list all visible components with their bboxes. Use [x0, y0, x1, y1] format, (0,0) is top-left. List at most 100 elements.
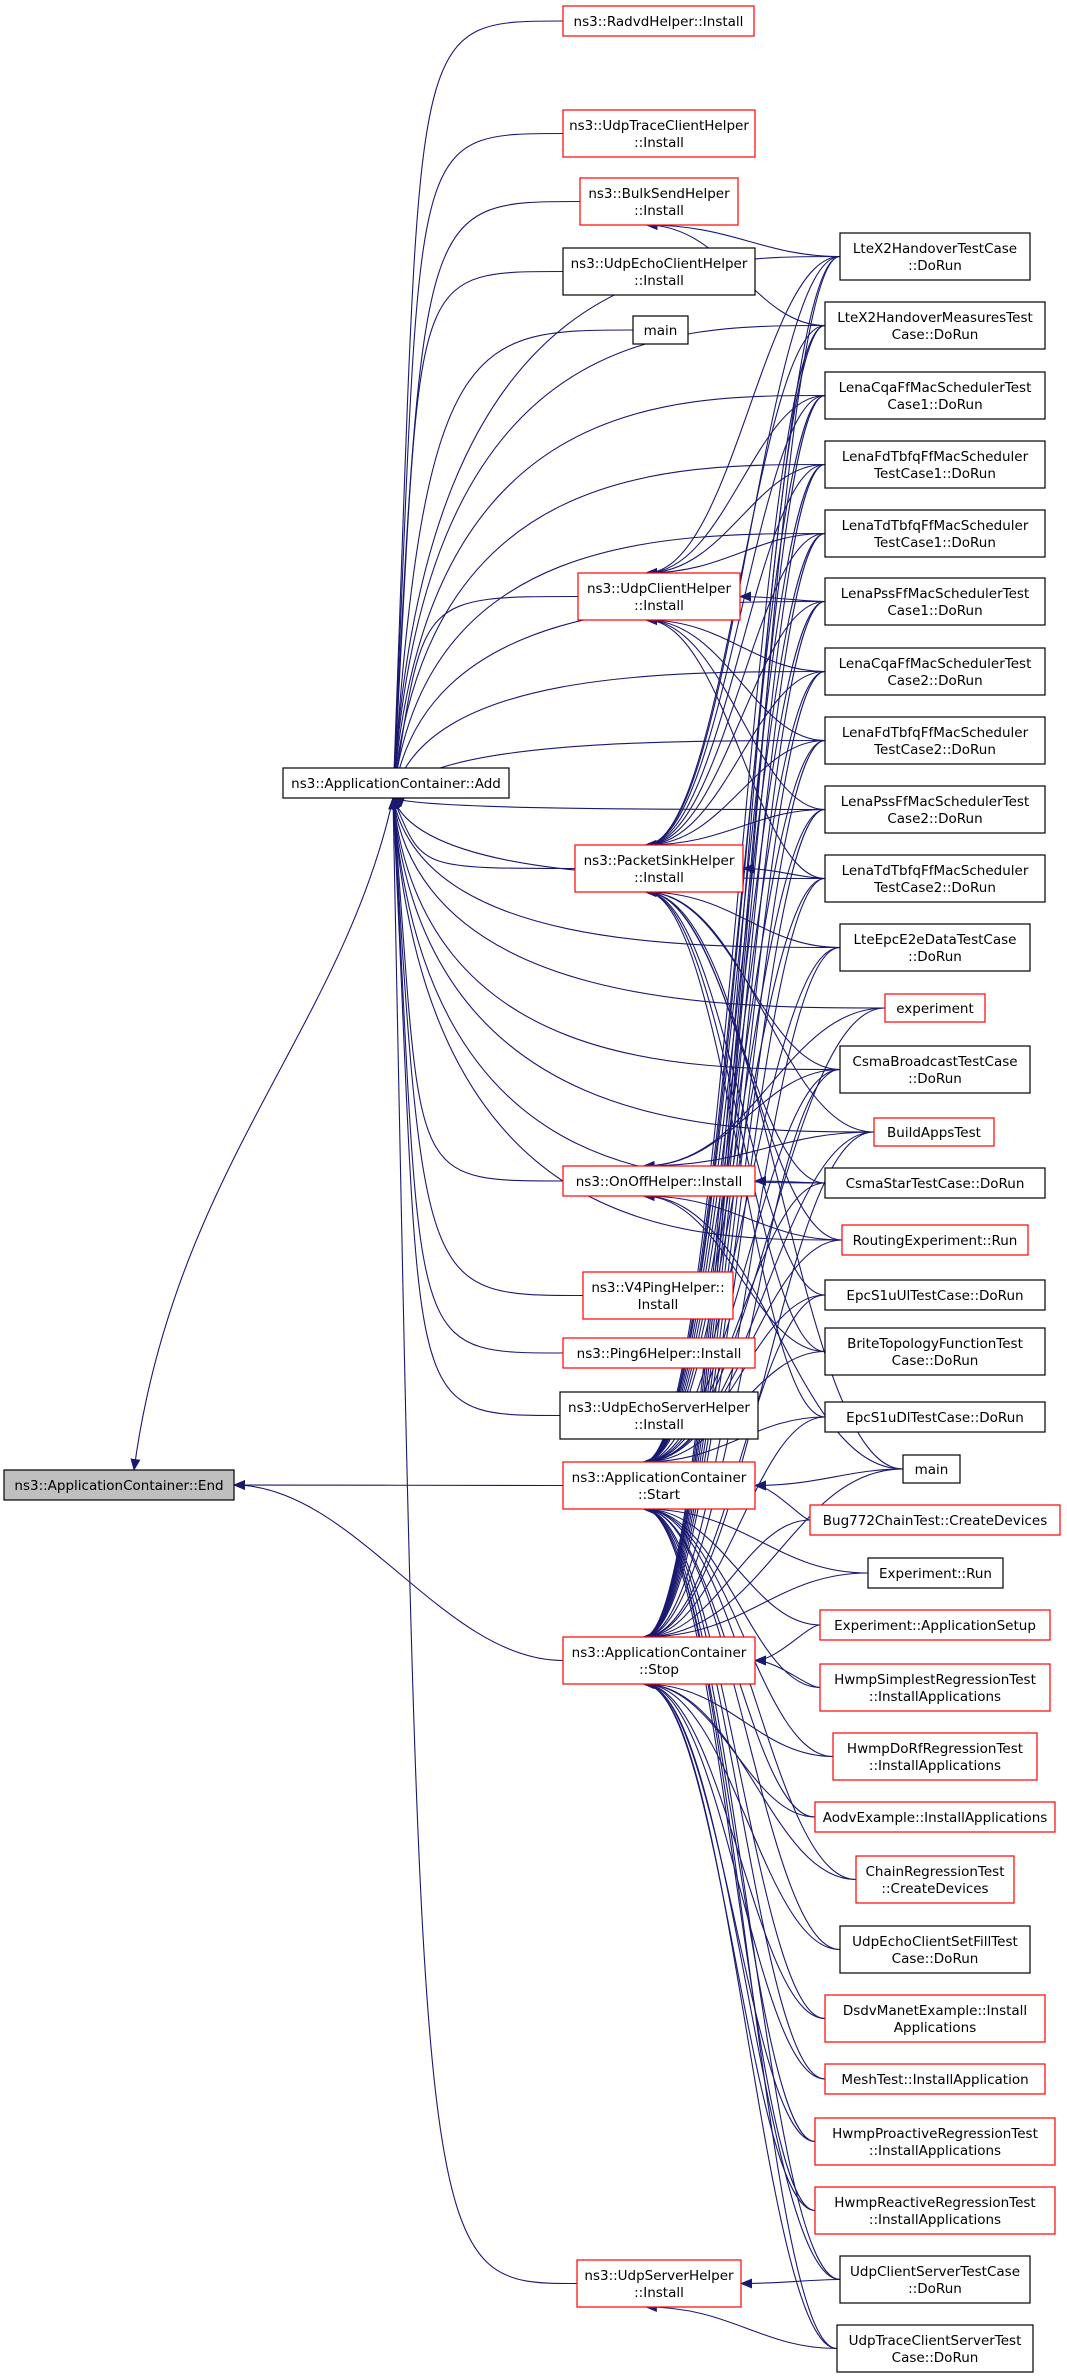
node-box	[824, 1401, 1046, 1433]
node-label: Case2::DoRun	[887, 673, 982, 689]
call-edge-fdtbfq1-to-packetsink	[644, 463, 826, 850]
node-label: TestCase2::DoRun	[873, 742, 996, 758]
graph-node-bug772[interactable]: Bug772ChainTest::CreateDevices	[809, 1504, 1061, 1536]
call-edge-buildapps-to-add	[389, 797, 875, 1133]
node-label: LenaFdTbfqFfMacScheduler	[842, 449, 1029, 465]
node-box	[814, 2186, 1056, 2235]
node-label: ns3::UdpClientHelper	[587, 581, 731, 597]
call-edge-tdtbfq2-to-udpclient	[645, 615, 826, 880]
node-box	[562, 1337, 756, 1369]
node-label: ::Install	[634, 598, 684, 614]
call-edge-main2-to-stop	[642, 1468, 904, 1642]
graph-node-bulksend[interactable]: ns3::BulkSendHelper::Install	[579, 177, 739, 226]
call-edge-pss2-to-packetsink	[644, 808, 826, 850]
graph-node-hwmpreactive[interactable]: HwmpReactiveRegressionTest::InstallAppli…	[814, 2186, 1056, 2235]
call-edge-expapp-to-stop	[754, 1624, 821, 1666]
node-label: ::InstallApplications	[869, 1689, 1001, 1705]
graph-node-add: ns3::ApplicationContainer::Add	[282, 767, 510, 799]
call-edge-cqa1-to-add	[388, 394, 826, 799]
node-box	[824, 577, 1046, 626]
graph-node-start[interactable]: ns3::ApplicationContainer::Start	[562, 1461, 756, 1510]
node-label: LenaTdTbfqFfMacScheduler	[842, 863, 1029, 879]
graph-node-hwmpdorf[interactable]: HwmpDoRfRegressionTest::InstallApplicati…	[832, 1732, 1038, 1781]
graph-node-onoff[interactable]: ns3::OnOffHelper::Install	[562, 1165, 756, 1197]
graph-node-udpechoserver: ns3::UdpEchoServerHelper::Install	[559, 1391, 759, 1440]
call-edge-add-to-end	[130, 797, 394, 1471]
graph-node-hwmpproactive[interactable]: HwmpProactiveRegressionTest::InstallAppl…	[814, 2117, 1056, 2166]
call-edge-ping6-to-add	[388, 797, 564, 1354]
node-label: HwmpSimplestRegressionTest	[834, 1672, 1036, 1688]
node-box	[562, 247, 756, 296]
call-edge-fdtbfq2-to-udpclient	[645, 615, 826, 742]
graph-node-experiment[interactable]: experiment	[884, 993, 986, 1023]
node-box	[574, 844, 744, 893]
node-box	[282, 767, 510, 799]
call-edge-stop-to-end	[233, 1480, 564, 1662]
node-box	[839, 1925, 1031, 1974]
node-box	[562, 109, 756, 158]
graph-node-routingexp[interactable]: RoutingExperiment::Run	[841, 1224, 1029, 1256]
node-box	[824, 647, 1046, 696]
graph-node-radvd[interactable]: ns3::RadvdHelper::Install	[562, 5, 755, 37]
graph-node-buildapps[interactable]: BuildAppsTest	[873, 1117, 995, 1147]
call-edge-hwmpsimplest-to-start	[642, 1504, 821, 1689]
graph-node-meshtest[interactable]: MeshTest::InstallApplication	[824, 2063, 1046, 2095]
call-edge-udpechoclient-to-add	[388, 270, 564, 799]
node-label: ns3::UdpServerHelper	[584, 2268, 734, 2284]
node-label: LenaCqaFfMacSchedulerTest	[839, 380, 1032, 396]
call-edge-fdtbfq1-to-add	[389, 463, 826, 799]
call-edge-cqa2-to-stop	[642, 670, 826, 1642]
call-edge-exprun-to-stop	[642, 1572, 869, 1642]
node-box	[884, 993, 986, 1023]
node-label: HwmpDoRfRegressionTest	[847, 1741, 1023, 1757]
graph-node-chainreg[interactable]: ChainRegressionTest::CreateDevices	[855, 1855, 1015, 1904]
call-edge-csmabc-to-start	[642, 1068, 841, 1467]
node-label: ::Install	[634, 2285, 684, 2301]
call-edge-csmabc-to-onoff	[642, 1068, 841, 1171]
node-label: DsdvManetExample::Install	[843, 2003, 1027, 2019]
graph-node-dsdv[interactable]: DsdvManetExample::InstallApplications	[824, 1994, 1046, 2043]
call-edge-pss1-to-stop	[642, 600, 826, 1642]
call-edge-packetsink-to-add	[392, 797, 576, 870]
graph-node-udpclient[interactable]: ns3::UdpClientHelper::Install	[577, 572, 741, 621]
graph-node-ping6[interactable]: ns3::Ping6Helper::Install	[562, 1337, 756, 1369]
graph-node-main2: main	[902, 1454, 961, 1484]
call-edge-tdtbfq1-to-packetsink	[644, 532, 826, 850]
node-label: Case::DoRun	[892, 1951, 979, 1967]
call-edge-chainreg-to-stop	[642, 1679, 857, 1881]
call-edge-start-to-end	[233, 1480, 564, 1491]
call-edge-main2-to-packetsink	[644, 887, 904, 1470]
graph-node-udptrace[interactable]: ns3::UdpTraceClientHelper::Install	[562, 109, 756, 158]
graph-node-hwmpsimplest[interactable]: HwmpSimplestRegressionTest::InstallAppli…	[819, 1663, 1051, 1712]
graph-node-v4ping[interactable]: ns3::V4PingHelper::Install	[582, 1271, 734, 1320]
call-edge-tdtbfq1-to-add	[389, 532, 826, 799]
nodes-layer: ns3::ApplicationContainer::Endns3::Appli…	[3, 5, 1061, 2373]
call-edge-ltex2m-to-stop	[642, 324, 826, 1642]
call-edge-main1-to-add	[388, 329, 634, 799]
node-label: Case2::DoRun	[887, 811, 982, 827]
graph-node-udpserver[interactable]: ns3::UdpServerHelper::Install	[576, 2259, 742, 2308]
call-edge-hwmpdorf-to-start	[642, 1504, 834, 1758]
graph-node-aodv[interactable]: AodvExample::InstallApplications	[814, 1801, 1056, 1833]
graph-node-packetsink[interactable]: ns3::PacketSinkHelper::Install	[574, 844, 744, 893]
node-box	[902, 1454, 961, 1484]
call-edge-udpechoserver-to-add	[388, 797, 561, 1417]
call-edge-hwmpdorf-to-stop	[642, 1679, 834, 1758]
node-label: UdpEchoClientSetFillTest	[852, 1934, 1018, 1950]
call-edge-onoff-to-add	[388, 797, 564, 1182]
call-edge-bulksend-to-add	[388, 200, 581, 799]
graph-node-expapp[interactable]: Experiment::ApplicationSetup	[819, 1609, 1051, 1641]
node-box	[873, 1117, 995, 1147]
node-label: Case::DoRun	[892, 2350, 979, 2366]
call-edge-tdtbfq2-to-add	[392, 797, 826, 880]
node-label: ::Install	[634, 135, 684, 151]
call-edge-cqa2-to-add	[390, 670, 826, 799]
node-label: ::DoRun	[908, 258, 962, 274]
node-label: ::Start	[638, 1487, 680, 1503]
graph-node-stop[interactable]: ns3::ApplicationContainer::Stop	[562, 1636, 756, 1685]
call-edge-buildapps-to-onoff	[642, 1131, 875, 1171]
call-edge-udptcs-to-stop	[642, 1679, 838, 2350]
node-box	[824, 1327, 1046, 1376]
node-box	[824, 716, 1046, 765]
